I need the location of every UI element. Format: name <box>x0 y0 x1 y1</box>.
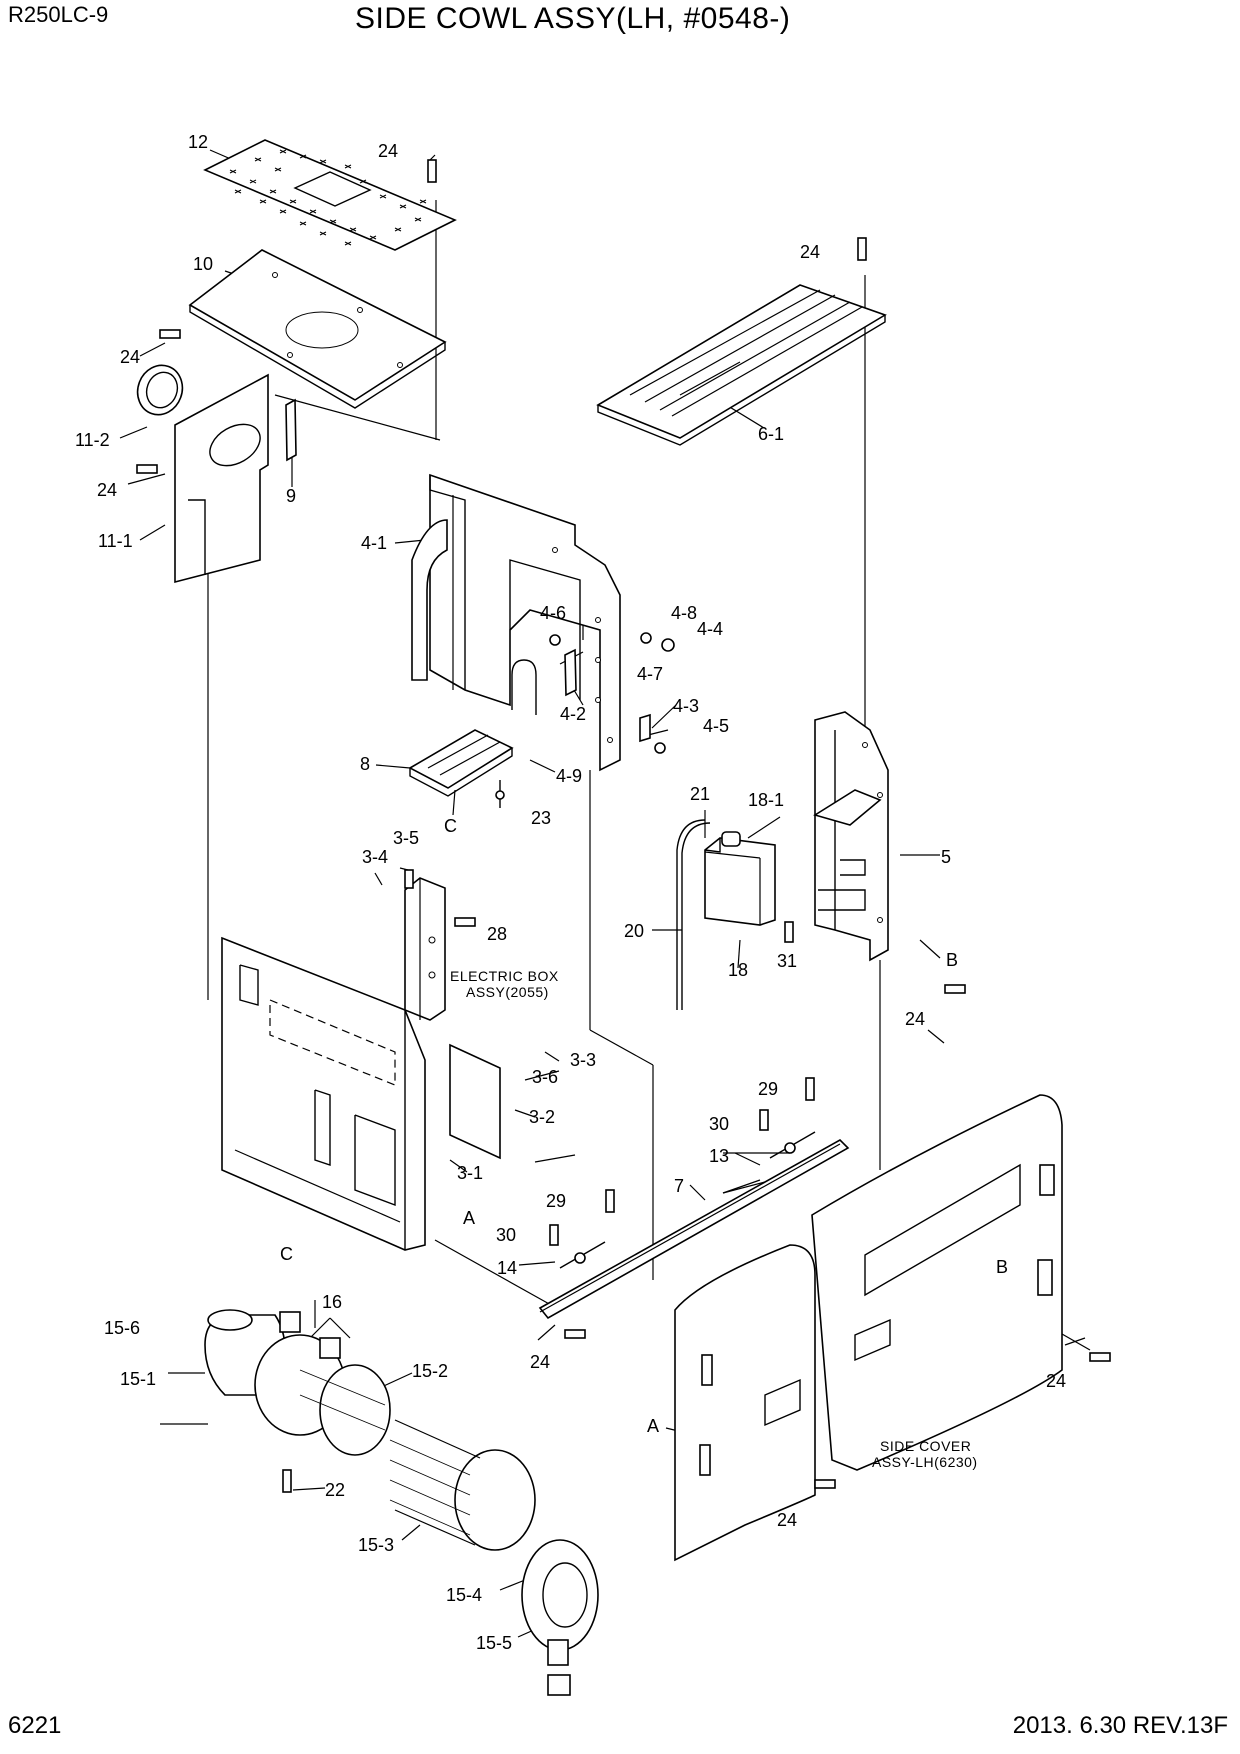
callout-24: 24 <box>120 347 140 367</box>
part-12-perforated-plate <box>203 139 457 251</box>
callout-24: 24 <box>800 242 820 262</box>
callout-22: 22 <box>325 1480 345 1500</box>
callout-24: 24 <box>530 1352 550 1372</box>
callout-4-6: 4-6 <box>540 603 566 623</box>
callout-24: 24 <box>905 1009 925 1029</box>
callout-15-2: 15-2 <box>412 1361 448 1381</box>
callout-20: 20 <box>624 921 644 941</box>
callout-b: B <box>946 950 958 970</box>
callout-23: 23 <box>531 808 551 828</box>
fasteners <box>136 159 1111 1493</box>
part-3-1-panel <box>221 936 426 1251</box>
part-11-1-panel <box>174 373 269 584</box>
part-4-bolts <box>549 632 675 754</box>
callout-10: 10 <box>193 254 213 274</box>
callout-15-1: 15-1 <box>120 1369 156 1389</box>
callout-a: A <box>463 1208 475 1228</box>
revision-date: 2013. 6.30 REV.13F <box>1012 1712 1228 1739</box>
callout-8: 8 <box>360 754 370 774</box>
callout-3-4: 3-4 <box>362 847 388 867</box>
part-20-hose <box>676 819 711 1010</box>
callout-21: 21 <box>690 784 710 804</box>
part-4-9-u-bolt <box>511 659 537 715</box>
electric-box-note: ELECTRIC BOX <box>450 968 559 984</box>
part-10-plate <box>188 249 447 409</box>
callout-18: 18 <box>728 960 748 980</box>
callout-24: 24 <box>97 480 117 500</box>
side-cover-assembly <box>674 1094 1063 1562</box>
callout-c: C <box>280 1244 293 1264</box>
part-14-latch <box>559 1241 606 1269</box>
callout-3-3: 3-3 <box>570 1050 596 1070</box>
callout-6-1: 6-1 <box>758 424 784 444</box>
model-name: R250LC-9 <box>8 2 109 27</box>
part-4-2-bracket <box>564 648 577 697</box>
callout-c: C <box>444 816 457 836</box>
part-15-air-cleaner <box>204 1309 599 1696</box>
callout-29: 29 <box>546 1191 566 1211</box>
callout-24: 24 <box>777 1510 797 1530</box>
callout-16: 16 <box>322 1292 342 1312</box>
part-9-bracket <box>285 398 297 462</box>
callout-3-6: 3-6 <box>532 1067 558 1087</box>
callout-11-1: 11-1 <box>98 531 133 551</box>
callout-4-9: 4-9 <box>556 766 582 786</box>
callout-4-8: 4-8 <box>671 603 697 623</box>
part-23-bolt <box>495 780 505 808</box>
callout-4-5: 4-5 <box>703 716 729 736</box>
part-4-1-frame <box>411 473 621 772</box>
callout-15-4: 15-4 <box>446 1585 482 1605</box>
callout-30: 30 <box>496 1225 516 1245</box>
callout-4-2: 4-2 <box>560 704 586 724</box>
callout-5: 5 <box>941 847 951 867</box>
page-number: 6221 <box>8 1712 62 1739</box>
callout-3-2: 3-2 <box>529 1107 555 1127</box>
callout-30: 30 <box>709 1114 729 1134</box>
callout-4-4: 4-4 <box>697 619 723 639</box>
side-cover-note: SIDE COVER <box>880 1438 971 1454</box>
callout-a: A <box>647 1416 659 1436</box>
callout-4-1: 4-1 <box>361 533 387 553</box>
callout-15-3: 15-3 <box>358 1535 394 1555</box>
callout-29: 29 <box>758 1079 778 1099</box>
callout-24: 24 <box>1046 1371 1066 1391</box>
callout-13: 13 <box>709 1146 729 1166</box>
callout-7: 7 <box>674 1176 684 1196</box>
part-3-2-plate <box>449 1043 501 1160</box>
side-cover-note: ASSY-LH(6230) <box>872 1454 978 1470</box>
part-8-tray <box>408 729 514 797</box>
callout-15-6: 15-6 <box>104 1318 140 1338</box>
callout-3-5: 3-5 <box>393 828 419 848</box>
part-6-1-top-cover <box>596 284 887 446</box>
callout-3-1: 3-1 <box>457 1163 483 1183</box>
callout-18-1: 18-1 <box>748 790 784 810</box>
callout-4-7: 4-7 <box>637 664 663 684</box>
callout-24: 24 <box>378 141 398 161</box>
callout-9: 9 <box>286 486 296 506</box>
callout-15-5: 15-5 <box>476 1633 512 1653</box>
electric-box <box>404 877 446 1021</box>
page-title: SIDE COWL ASSY(LH, #0548-) <box>355 2 791 35</box>
callout-4-3: 4-3 <box>673 696 699 716</box>
part-13-latch <box>769 1131 816 1159</box>
callout-11-2: 11-2 <box>75 430 110 450</box>
part-5-side-frame <box>813 711 889 962</box>
part-4-3-clip <box>639 713 651 743</box>
callout-28: 28 <box>487 924 507 944</box>
part-18-reservoir <box>704 831 776 926</box>
part-11-2-grommet <box>136 364 184 416</box>
callout-12: 12 <box>188 132 208 152</box>
part-7-rail <box>538 1139 850 1320</box>
electric-box-note: ASSY(2055) <box>466 984 549 1000</box>
callout-14: 14 <box>497 1258 517 1278</box>
callout-31: 31 <box>777 951 797 971</box>
callout-b: B <box>996 1257 1008 1277</box>
callouts: 12 24 10 24 24 11-2 24 9 11-1 6-1 4-1 4-… <box>75 132 1066 1653</box>
